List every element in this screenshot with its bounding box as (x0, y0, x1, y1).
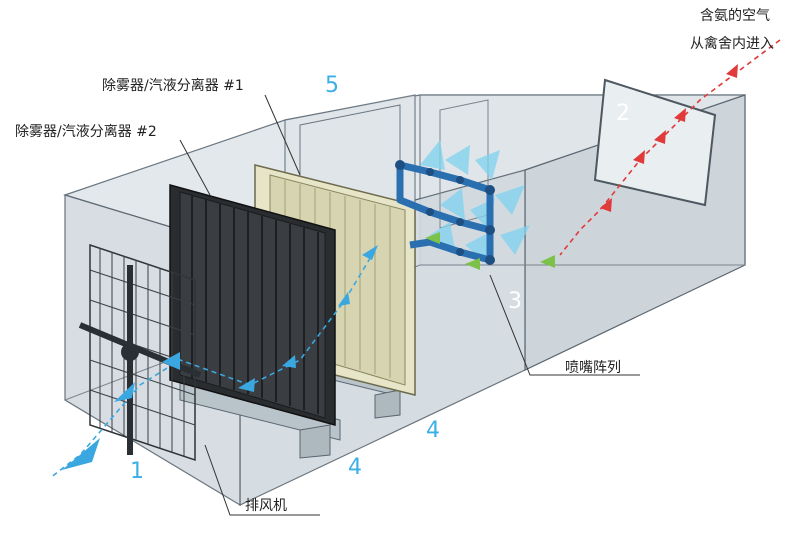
green-arrow-icon (465, 258, 480, 270)
leader-lines (179, 94, 640, 516)
nozzle-array-label: 喷嘴阵列 (565, 360, 621, 376)
blue-arrow-icon (362, 245, 378, 260)
green-arrow-icon (425, 232, 440, 244)
demister-1-label: 除雾器/汽液分离器 #1 (102, 77, 244, 94)
inlet-arrow-icon (633, 150, 645, 164)
callout-3: 3 (508, 289, 522, 314)
inlet-arrow-icon (726, 64, 738, 78)
blue-arrow-icon (282, 355, 296, 368)
nozzle-array (395, 140, 530, 265)
callout-2: 2 (616, 101, 630, 126)
inlet-label-line2: 从禽舍内进入 (690, 35, 774, 52)
blue-arrow-icon (338, 292, 350, 306)
callout-1: 1 (130, 459, 144, 484)
blue-arrow-icon (238, 378, 255, 392)
inlet-arrow-icon (674, 108, 686, 122)
callout-4b: 4 (348, 455, 362, 480)
demister-2-label: 除雾器/汽液分离器 #2 (15, 123, 157, 140)
green-arrow-icon (540, 255, 555, 268)
inlet-flow-path (559, 39, 781, 256)
inlet-label-line1: 含氨的空气 (700, 8, 770, 24)
outlet-flow-path (49, 249, 376, 479)
inlet-arrow-icon (600, 198, 612, 212)
exhaust-arrow-icon (62, 438, 100, 470)
blue-arrow-icon (114, 382, 135, 402)
fan-hub-icon (121, 343, 139, 361)
exhaust-fan-label: 排风机 (245, 498, 287, 514)
callout-5: 5 (325, 73, 339, 98)
blue-arrow-icon (162, 352, 180, 370)
flow-arrows (49, 39, 781, 479)
callout-4a: 4 (426, 418, 440, 443)
inlet-arrow-icon (654, 130, 666, 144)
